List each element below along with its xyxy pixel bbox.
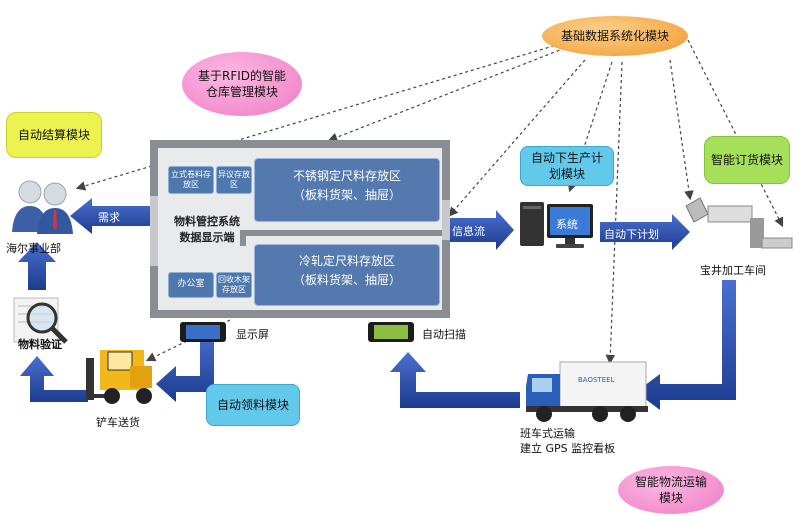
display-screen-icon [180,322,226,342]
zone-office: 办公室 [168,272,214,298]
zone-stainless: 不锈钢定尺料存放区 （板料货架、抽屉） [254,158,440,222]
callout-rfid: 基于RFID的智能仓库管理模块 [182,52,302,116]
auto-scan-label: 自动扫描 [422,328,466,341]
scanner-icon [368,322,414,342]
forklift-label: 铲车送货 [96,416,140,429]
zone-stainless-subtitle: （板料货架、抽屉） [292,188,401,203]
truck-brand: BAOSTEEL [578,376,615,384]
truck-icon [526,361,648,422]
callout-production-plan: 自动下生产计划模块 [520,146,614,186]
dotted-links [75,39,784,365]
truck-label: 班车式运输 建立 GPS 监控看板 [520,427,616,456]
zone-dispute: 异议存放区 [216,166,252,194]
display-label: 显示屏 [236,328,269,341]
zone-stainless-title: 不锈钢定尺料存放区 [292,169,401,183]
zone-cold-rolled: 冷轧定尺料存放区 （板料货架、抽屉） [254,244,440,306]
control-system-label: 物料管控系统 数据显示端 [174,215,240,244]
callout-logistics: 智能物流运输模块 [618,466,724,514]
people-icon [12,180,73,234]
info-flow-label: 信息流 [452,225,485,238]
computer-icon [520,202,593,248]
zone-recycle-rack: 回收木架存放区 [216,272,252,298]
callout-basic-data: 基础数据系统化模块 [542,16,688,56]
callout-material-pick: 自动领料模块 [206,384,300,426]
baojing-label: 宝井加工车间 [700,264,766,277]
haier-label: 海尔事业部 [6,242,61,255]
processing-line-icon [685,197,793,249]
auto-plan-label: 自动下计划 [604,228,659,241]
forklift-icon [86,350,152,404]
callout-smart-order: 智能订货模块 [704,136,790,184]
callout-settlement: 自动结算模块 [6,112,102,158]
zone-cold-subtitle: （板料货架、抽屉） [292,273,401,288]
system-screen-label: 系统 [556,218,578,231]
material-verify-icon [13,297,68,344]
zone-cold-title: 冷轧定尺料存放区 [298,254,395,268]
demand-arrow-label: 需求 [98,211,120,224]
zone-vertical-coil: 立式卷料存放区 [168,166,214,194]
material-verify-label: 物料验证 [18,338,62,351]
